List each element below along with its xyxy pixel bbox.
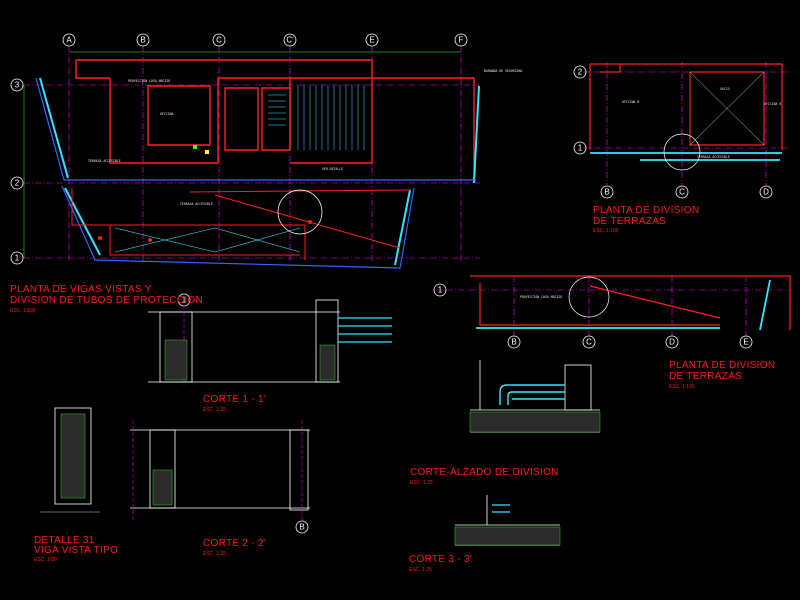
plan-terrace-top-grid bbox=[583, 62, 790, 185]
section-1 bbox=[148, 293, 392, 385]
section-alzado-hatch bbox=[469, 411, 601, 433]
plan-main-markers bbox=[98, 145, 312, 242]
plan-terrace-top-title-line2: DE TERRAZAS bbox=[593, 216, 666, 227]
plan-terrace-top-detail-circle bbox=[663, 133, 701, 171]
note-proyeccion-losa-mid: PROYECCION LOSA MACIZO bbox=[520, 295, 562, 299]
plan-main bbox=[10, 33, 480, 269]
plan-terrace-top-scale: ESC. 1:100 bbox=[593, 228, 619, 234]
grid-label-1: 1 bbox=[15, 254, 20, 263]
grid-label-c-top: C bbox=[679, 188, 685, 197]
grid-label-a: A bbox=[66, 36, 72, 45]
plan-main-walls bbox=[75, 59, 475, 183]
grid-label-c-mid: C bbox=[586, 338, 592, 347]
grid-label-2-top: 2 bbox=[578, 68, 583, 77]
grid-label-1-mid: 1 bbox=[438, 286, 443, 295]
section-2-scale: ESC. 1:25 bbox=[203, 551, 226, 557]
plan-terrace-bottom-walls bbox=[470, 275, 791, 330]
section-2-title: CORTE 2 - 2' bbox=[203, 538, 266, 549]
section-alzado bbox=[469, 360, 601, 433]
plan-main-title-line2: DIVISION DE TUBOS DE PROTECCION bbox=[10, 295, 203, 306]
room-label-oficina-6: OFICINA 6 bbox=[764, 102, 781, 106]
section-1-beam bbox=[148, 299, 340, 383]
grid-label-b-top: B bbox=[604, 188, 609, 197]
section-3-rail bbox=[492, 504, 510, 513]
plan-main-ramp bbox=[71, 188, 411, 260]
section-1-title: CORTE 1 - 1' bbox=[203, 394, 266, 405]
section-1-hatch bbox=[164, 339, 336, 381]
detail-31-scale: ESC. 1:10 bbox=[34, 557, 57, 563]
plan-main-grid-bubbles-top bbox=[62, 33, 468, 47]
grid-label-3: 3 bbox=[15, 81, 20, 90]
plan-terrace-top-glass bbox=[590, 152, 782, 161]
plan-terrace-top bbox=[573, 62, 790, 199]
plan-terrace-top-void-x bbox=[689, 71, 765, 146]
plan-terrace-top-walls bbox=[589, 63, 783, 150]
detail-31-title-line2: VIGA VISTA TIPO bbox=[34, 545, 118, 556]
plan-main-scale: ESC. 1:100 bbox=[10, 308, 36, 314]
note-ver-detalle: VER DETALLE bbox=[322, 167, 343, 171]
detail-31-beam-outline bbox=[54, 407, 92, 505]
section-3-hatch bbox=[454, 526, 561, 546]
plan-main-stair bbox=[268, 85, 365, 150]
detail-31 bbox=[40, 407, 100, 513]
grid-label-b-mid: B bbox=[511, 338, 516, 347]
note-baranda: BARANDA DE SEGURIDAD bbox=[484, 69, 522, 73]
section-3-title: CORTE 3 - 3' bbox=[409, 554, 472, 565]
section-alzado-rails bbox=[499, 384, 565, 405]
section-1-marker: 1 bbox=[182, 296, 187, 305]
section-1-rails bbox=[338, 317, 392, 343]
grid-label-b: B bbox=[140, 36, 145, 45]
plan-terrace-bottom-title-line2: DE TERRAZAS bbox=[669, 371, 742, 382]
section-3-scale: ESC. 1:25 bbox=[409, 567, 432, 573]
section-2-beam bbox=[130, 429, 310, 511]
titles: PLANTA DE VIGAS VISTAS Y DIVISION DE TUB… bbox=[10, 205, 775, 573]
plan-main-title-line1: PLANTA DE VIGAS VISTAS Y bbox=[10, 284, 152, 295]
section-alzado-title: CORTE-ALZADO DE DIVISION bbox=[410, 467, 559, 478]
grid-label-d-mid: D bbox=[669, 338, 675, 347]
plan-terrace-bottom-title-line1: PLANTA DE DIVISION bbox=[669, 360, 775, 371]
detail-31-hatch bbox=[60, 413, 86, 499]
plan-main-detail-circle bbox=[277, 189, 323, 235]
room-label-oficina: OFICINA bbox=[160, 112, 174, 116]
grid-label-1-top: 1 bbox=[578, 144, 583, 153]
plan-main-rail-diagonals bbox=[114, 227, 301, 253]
note-proyeccion-losa: PROYECCION LOSA MACIZO bbox=[128, 79, 170, 83]
room-label-terraza-top: TERRAZA ACCESIBLE bbox=[697, 155, 730, 159]
plan-main-blue-outline bbox=[35, 77, 476, 269]
section-2 bbox=[130, 420, 310, 534]
plan-terrace-bottom-grid bbox=[436, 276, 790, 336]
plan-terrace-bottom-scale: ESC. 1:100 bbox=[669, 384, 695, 390]
plan-terrace-top-bubbles bbox=[573, 65, 773, 199]
plan-terrace-bottom-glass bbox=[476, 279, 771, 331]
section-2-hatch bbox=[152, 469, 173, 506]
grid-labels: A B C C' E F 3 2 1 B C D 2 1 B C D E 1 1… bbox=[15, 36, 769, 532]
grid-label-e: E bbox=[369, 36, 374, 45]
room-label-terraza-2: TERRAZA ACCESIBLE bbox=[180, 202, 213, 206]
section-2-marker: B bbox=[299, 523, 304, 532]
plan-terrace-bottom-bubbles bbox=[433, 283, 753, 349]
grid-label-2: 2 bbox=[15, 179, 20, 188]
plan-terrace-bottom bbox=[433, 275, 791, 349]
room-label-vacio: VACIO bbox=[720, 87, 730, 91]
plan-terrace-top-title-line1: PLANTA DE DIVISION bbox=[593, 205, 699, 216]
plan-main-dim-chain bbox=[23, 51, 461, 258]
grid-label-f: F bbox=[459, 36, 464, 45]
room-label-terraza-1: TERRAZA ACCESIBLE bbox=[88, 159, 121, 163]
section-alzado-scale: ESC. 1:25 bbox=[410, 480, 433, 486]
plan-main-glass bbox=[39, 77, 480, 266]
room-label-oficina-b: OFICINA B bbox=[622, 100, 639, 104]
grid-label-c-prime: C' bbox=[286, 36, 294, 45]
grid-label-d-top: D bbox=[763, 188, 769, 197]
section-3 bbox=[454, 495, 561, 546]
grid-label-e-mid: E bbox=[743, 338, 748, 347]
plan-terrace-bottom-detail-circle bbox=[568, 276, 610, 318]
grid-label-c: C bbox=[216, 36, 222, 45]
detail-31-title-line1: DETALLE 31 bbox=[34, 535, 95, 546]
annotations: OFICINA TERRAZA ACCESIBLE TERRAZA ACCESI… bbox=[88, 69, 781, 299]
plan-main-grid-bubbles-left bbox=[10, 78, 24, 265]
section-1-scale: ESC. 1:25 bbox=[203, 407, 226, 413]
section-2-marker-circle bbox=[295, 520, 309, 534]
